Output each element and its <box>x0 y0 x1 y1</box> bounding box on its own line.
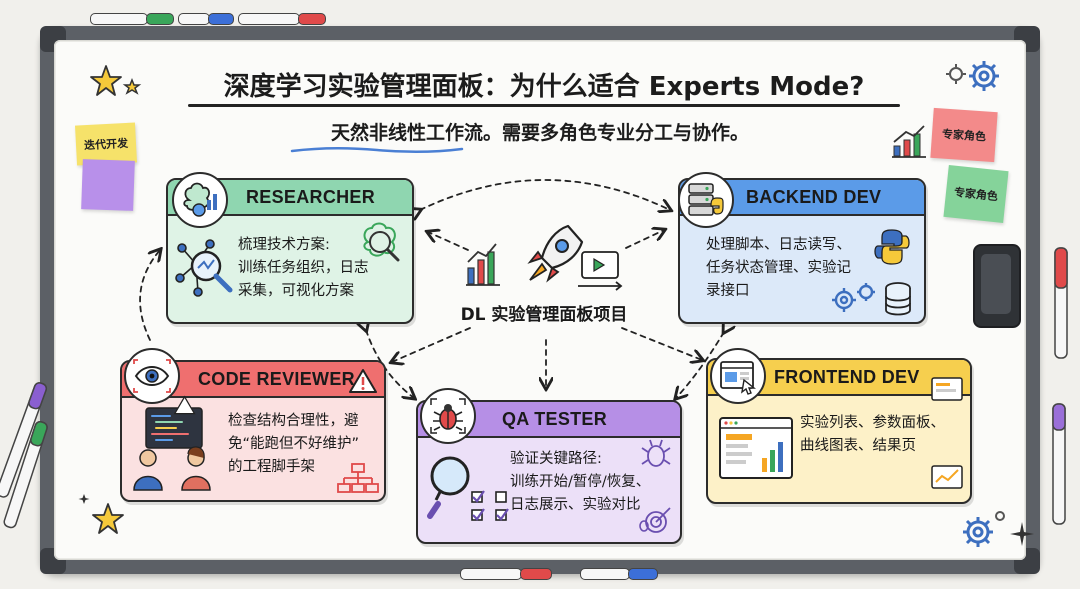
backend-line: 录接口 <box>706 283 750 299</box>
frontend-badge <box>710 348 766 404</box>
bug-icon <box>430 398 466 434</box>
browser-window-icon <box>720 361 756 395</box>
frontend-card: FRONTEND DEV 实验列表、参数面板、 曲线图表、结果页 <box>706 358 972 504</box>
line-chart-icon <box>466 243 500 286</box>
marker-green-cap <box>146 13 174 25</box>
qa-line: 验证关键路径: <box>510 451 602 467</box>
code-reviewer-card-title: CODE REVIEWER <box>198 368 355 389</box>
page-title: 深度学习实验管理面板：为什么适合 Experts Mode? <box>223 72 865 102</box>
backend-line: 处理脚本、日志读写、 <box>706 237 851 253</box>
qa-line: 训练开始/暂停/恢复、 <box>510 474 651 490</box>
sparkle-icon <box>1010 522 1034 546</box>
qa-tester-card-body: 验证关键路径: 训练开始/暂停/恢复、 日志展示、实验对比 <box>510 448 650 517</box>
researcher-line: 采集，可视化方案 <box>238 283 354 299</box>
frontend-card-title: FRONTEND DEV <box>774 366 920 387</box>
eraser <box>973 244 1021 328</box>
magnifier-checklist-icon <box>427 456 509 521</box>
page-subtitle: 天然非线性工作流。需要多角色专业分工与协作。 <box>330 122 749 144</box>
reviewer-line: 免“能跑但不好维护” <box>228 436 360 452</box>
eye-icon <box>133 359 171 393</box>
backend-card-body: 处理脚本、日志读写、 任务状态管理、实验记 录接口 <box>706 234 851 303</box>
gear-icon <box>946 61 999 91</box>
qa-tester-card-title: QA TESTER <box>502 408 608 429</box>
network-magnifier-icon <box>175 239 233 297</box>
backend-badge <box>678 172 734 228</box>
brain-icon <box>363 222 400 262</box>
frontend-line: 实验列表、参数面板、 <box>800 415 945 431</box>
marker-red-vertical <box>1054 247 1068 359</box>
title-underline <box>188 104 900 107</box>
marker-red-cap <box>520 568 552 580</box>
researcher-line: 梳理技术方案: <box>238 237 330 253</box>
gears-database-icon <box>832 282 911 316</box>
marker-purple-left <box>0 382 48 498</box>
frontend-card-body: 实验列表、参数面板、 曲线图表、结果页 <box>800 412 945 458</box>
brain-chart-icon <box>183 182 217 217</box>
python-icon <box>874 229 910 265</box>
server-python-icon <box>688 183 724 216</box>
reviewer-line: 的工程脚手架 <box>228 459 315 475</box>
code-reviewer-badge <box>124 348 180 404</box>
center-illustration <box>466 224 623 291</box>
bar-chart-icon <box>892 125 926 158</box>
panel-mini-icons <box>931 377 963 489</box>
researcher-card-body: 梳理技术方案: 训练任务组织，日志 采集，可视化方案 <box>238 234 369 303</box>
marker-purple-vertical <box>1052 403 1066 525</box>
qa-tester-badge <box>420 388 476 444</box>
code-review-illustration <box>133 395 211 491</box>
subtitle-underline <box>290 146 464 154</box>
marker-blue-cap <box>628 568 658 580</box>
pipeline-icon <box>578 251 623 291</box>
researcher-card: RESEARCHER 梳理技术方案: 训练任务组织，日志 采集，可视化方案 <box>166 178 414 324</box>
dashboard-window-icon <box>719 417 793 479</box>
warning-icon <box>349 369 377 393</box>
bug-target-icons <box>639 439 671 533</box>
researcher-line: 训练任务组织，日志 <box>238 260 369 276</box>
structure-diagram-icon <box>337 463 379 493</box>
gear-icon <box>963 511 1005 547</box>
star-icon <box>90 65 142 96</box>
reviewer-line: 检查结构合理性，避 <box>228 413 359 429</box>
backend-line: 任务状态管理、实验记 <box>706 260 851 276</box>
marker-red-cap <box>298 13 326 25</box>
marker-green-left <box>3 421 48 529</box>
frontend-line: 曲线图表、结果页 <box>800 438 916 454</box>
star-icon <box>78 494 124 534</box>
rocket-icon <box>527 224 584 283</box>
marker-blue-cap <box>208 13 234 25</box>
project-center-label: DL 实验管理面板项目 <box>460 305 628 325</box>
qa-line: 日志展示、实验对比 <box>510 497 641 513</box>
researcher-badge <box>172 172 228 228</box>
researcher-card-title: RESEARCHER <box>246 186 376 207</box>
backend-card-title: BACKEND DEV <box>746 186 882 207</box>
code-reviewer-card-body: 检查结构合理性，避 免“能跑但不好维护” 的工程脚手架 <box>228 410 359 479</box>
